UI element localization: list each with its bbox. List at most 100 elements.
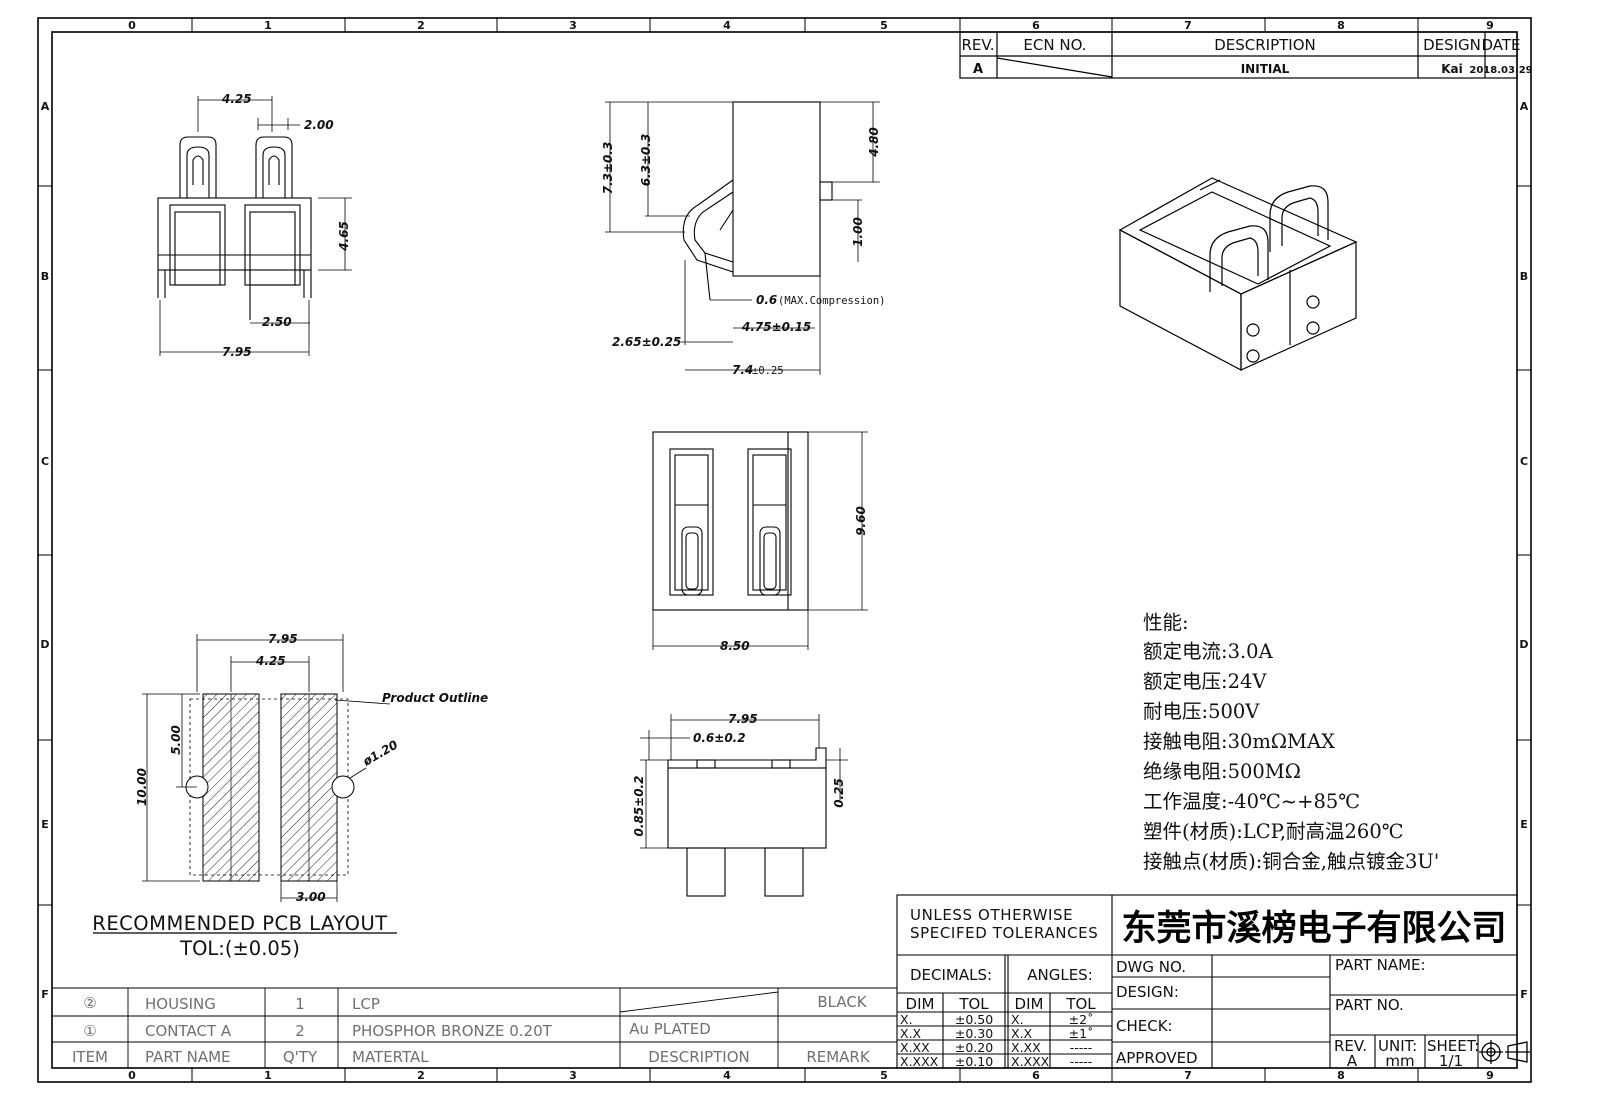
angle-dim: X.XXX <box>1011 1054 1050 1069</box>
rev-value-title: A <box>1347 1052 1358 1070</box>
dim-side-depth-tol: ±0.25 <box>752 365 784 377</box>
col-label-bottom: 3 <box>569 1069 577 1082</box>
pcb-layout-tolerance: TOL:(±0.05) <box>179 937 300 960</box>
decimal-dim: X.XXX <box>900 1054 939 1069</box>
bom-header-remark: REMARK <box>806 1048 871 1066</box>
decimal-tol: ±0.20 <box>955 1040 993 1055</box>
angle-dim: X.X <box>1011 1026 1033 1041</box>
dim-top-length: 9.60 <box>854 506 868 536</box>
pcb-layout-title: RECOMMENDED PCB LAYOUT <box>92 912 387 935</box>
design-label: DESIGN: <box>1116 983 1179 1001</box>
bom-row-part: CONTACT A <box>145 1022 232 1040</box>
decimal-tol-header: TOL <box>958 995 989 1013</box>
bottom-view <box>640 714 848 897</box>
row-label-right: E <box>1520 818 1528 831</box>
col-label-top: 4 <box>723 19 731 32</box>
third-angle-projection-icon <box>1479 1040 1530 1064</box>
spec-item: 接触点(材质):铜合金,触点镀金3U' <box>1143 850 1439 873</box>
bom-header-qty: Q'TY <box>283 1048 318 1066</box>
col-label-top: 9 <box>1486 19 1494 32</box>
revision-block: REV. ECN NO. DESCRIPTION DESIGN DATE A I… <box>959 31 1533 79</box>
unit-value: mm <box>1385 1052 1414 1070</box>
bom-row-qty: 1 <box>295 995 305 1013</box>
col-label-top: 5 <box>880 19 888 32</box>
dim-pcb-total-height: 10.00 <box>135 768 149 806</box>
description-value: INITIAL <box>1241 62 1290 76</box>
dim-front-width: 7.95 <box>222 345 252 359</box>
dim-pcb-half-height: 5.00 <box>169 725 183 755</box>
angle-tol: ±1˚ <box>1069 1026 1094 1041</box>
company-name: 东莞市溪榜电子有限公司 <box>1121 909 1506 949</box>
dim-front-height: 4.65 <box>337 221 351 252</box>
drawing-frame <box>37 17 1532 1083</box>
dim-side-contact-offset: 4.75±0.15 <box>741 320 811 334</box>
dim-side-pin: 1.00 <box>851 217 865 247</box>
approved-label: APPROVED <box>1116 1049 1198 1067</box>
bom-header-material: MATERTAL <box>352 1048 429 1066</box>
dim-side-compression-value: 0.6 <box>756 293 777 307</box>
col-label-top: 8 <box>1337 19 1345 32</box>
dim-pcb-hole: ø1.20 <box>360 738 401 770</box>
decimal-tol: ±0.50 <box>955 1012 993 1027</box>
dim-bottom-pin-height: 0.85±0.2 <box>632 776 646 837</box>
row-label-left: C <box>41 455 49 468</box>
unit-label: UNIT: <box>1378 1037 1417 1055</box>
spec-item: 工作温度:-40℃~+85℃ <box>1143 790 1360 813</box>
spec-item: 绝缘电阻:500MΩ <box>1143 760 1301 783</box>
sheet-label: SHEET: <box>1427 1037 1479 1055</box>
col-label-bottom: 7 <box>1184 1069 1192 1082</box>
front-view <box>157 96 352 356</box>
row-label-left: D <box>40 638 49 651</box>
col-label-bottom: 9 <box>1486 1069 1494 1082</box>
bom-header-part: PART NAME <box>145 1048 231 1066</box>
dim-pcb-outline-width: 7.95 <box>268 632 298 646</box>
bom-row-material: LCP <box>352 995 380 1013</box>
angle-tol: ----- <box>1070 1054 1093 1069</box>
bom-row-qty: 2 <box>295 1022 305 1040</box>
bom-header-description: DESCRIPTION <box>648 1048 750 1066</box>
col-label-bottom: 4 <box>723 1069 731 1082</box>
ecn-header: ECN NO. <box>1023 36 1086 54</box>
tolerance-note-1: UNLESS OTHERWISE <box>910 906 1073 924</box>
dim-bottom-width: 7.95 <box>728 712 758 726</box>
dim-front-pitch: 4.25 <box>221 92 252 106</box>
tolerance-note-2: SPECIFED TOLERANCES <box>910 924 1098 942</box>
dim-side-compression-note: (MAX.Compression) <box>778 295 885 307</box>
col-label-bottom: 0 <box>128 1069 136 1082</box>
spec-heading: 性能: <box>1143 611 1189 634</box>
bom-row-item: ② <box>83 994 96 1012</box>
spec-item: 额定电流:3.0A <box>1143 640 1274 663</box>
spec-item: 额定电压:24V <box>1143 670 1267 693</box>
dim-bottom-pin-thick: 0.25 <box>832 778 846 808</box>
bom-row-description: Au PLATED <box>629 1020 711 1038</box>
rev-label: REV. <box>1334 1037 1367 1055</box>
date-value: 2018.03.29 <box>1469 65 1532 76</box>
description-header: DESCRIPTION <box>1214 36 1316 54</box>
sheet-value: 1/1 <box>1439 1052 1463 1070</box>
col-label-bottom: 2 <box>417 1069 425 1082</box>
dim-front-slot: 2.00 <box>304 118 334 132</box>
bom-row-item: ① <box>83 1022 96 1040</box>
row-labels: A B C D E F A B C D E F <box>40 100 1528 1001</box>
dim-front-pin-gap: 2.50 <box>262 315 292 329</box>
dim-pcb-pad-gap: 3.00 <box>296 890 326 904</box>
pcb-layout-caption: RECOMMENDED PCB LAYOUT TOL:(±0.05) <box>92 912 397 960</box>
bom-header-item: ITEM <box>72 1048 108 1066</box>
date-header: DATE <box>1481 36 1520 54</box>
dim-side-depth-value: 7.4 <box>732 363 753 377</box>
rev-header: REV. <box>962 36 995 54</box>
row-label-right: F <box>1520 988 1528 1001</box>
row-label-left: A <box>41 100 50 113</box>
angle-tol: ±2˚ <box>1069 1012 1094 1027</box>
column-labels: 0 1 2 3 4 5 6 7 8 9 0 1 2 3 4 5 6 7 8 9 <box>128 19 1494 1082</box>
decimal-dim: X.XX <box>900 1040 930 1055</box>
decimal-dim-header: DIM <box>906 995 935 1013</box>
dim-side-body-height: 4.80 <box>867 127 881 158</box>
side-view <box>605 101 880 375</box>
decimal-tol: ±0.30 <box>955 1026 993 1041</box>
pcb-product-outline-label: Product Outline <box>382 691 488 705</box>
col-label-bottom: 6 <box>1032 1069 1040 1082</box>
dim-side-base-offset: 2.65±0.25 <box>612 335 681 349</box>
col-label-top: 0 <box>128 19 136 32</box>
